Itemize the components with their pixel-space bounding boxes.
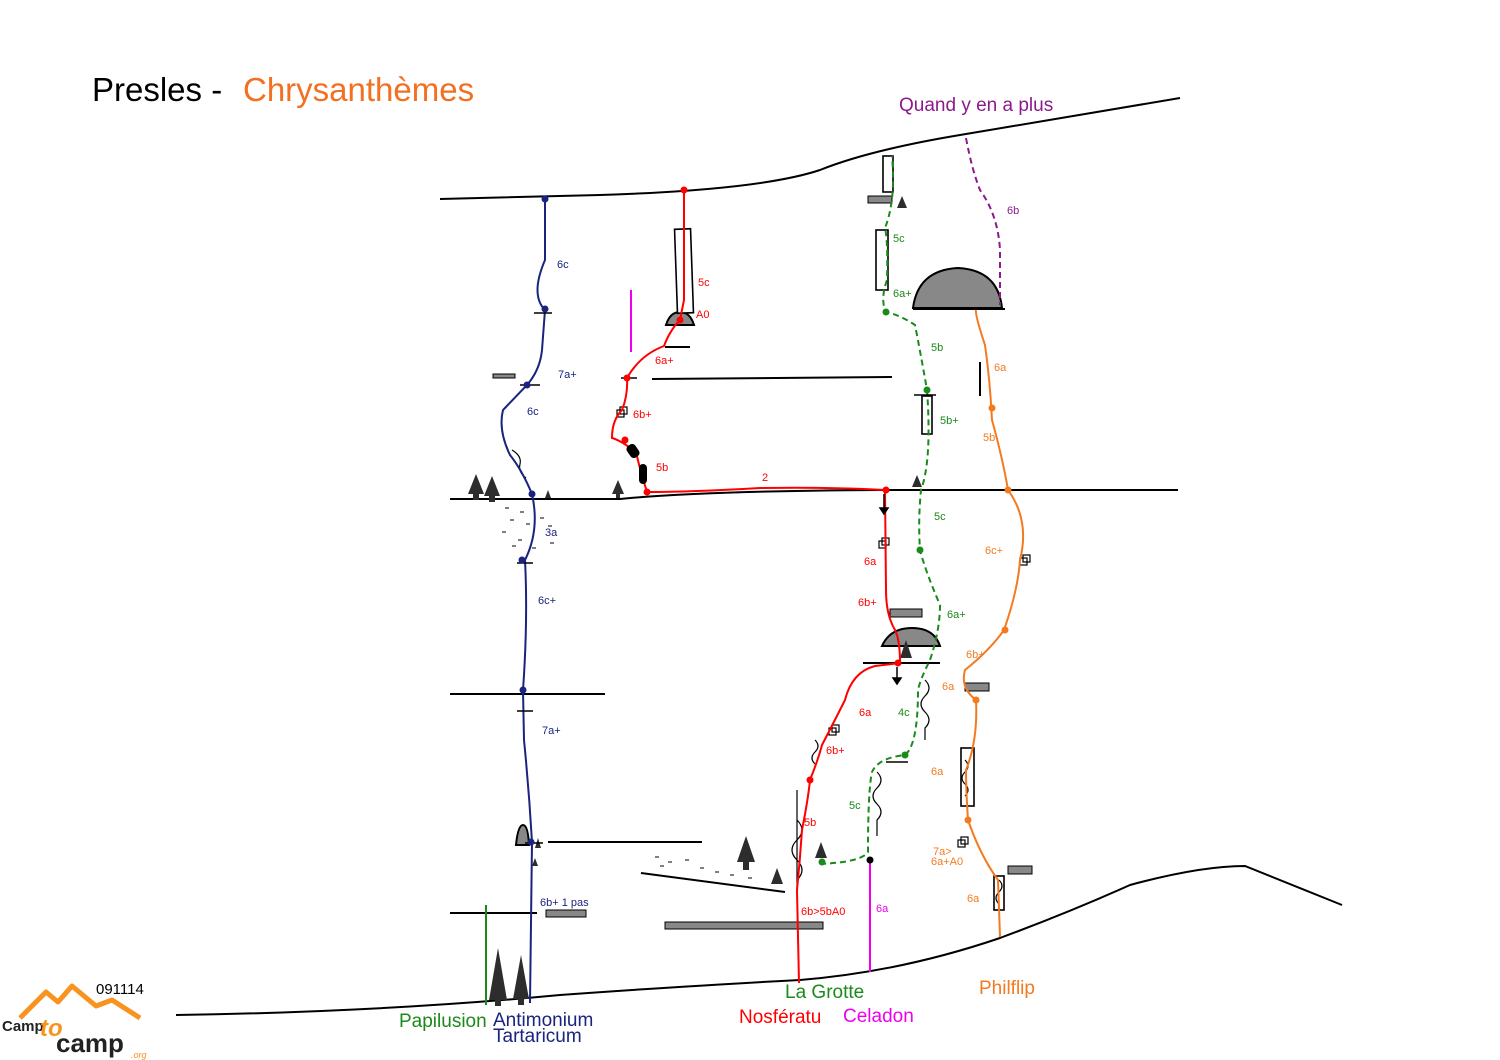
date-code: 091114	[96, 981, 144, 998]
rappel-arrows	[878, 494, 903, 686]
grade-label: 6c	[557, 259, 569, 271]
grade-label: 6a+	[947, 609, 966, 621]
grade-label: 6c+	[985, 545, 1003, 557]
grade-label: 6a	[967, 893, 980, 905]
area-title: Presles -	[92, 71, 222, 108]
route-quand[interactable]	[965, 137, 1001, 305]
grade-label: 3a	[545, 527, 558, 539]
grade-label: 5c	[893, 233, 905, 245]
camptocamp-logo: Camp to camp .org	[2, 983, 147, 1060]
grade-label: 6a	[876, 903, 889, 915]
small-ledge-1	[651, 376, 893, 380]
route-name-antimonium: Antimonium	[493, 1010, 593, 1031]
grade-label: 5c	[934, 511, 946, 523]
grade-label: 6a	[931, 766, 944, 778]
sector-title: Chrysanthèmes	[243, 71, 474, 108]
purple-grades: 6b	[1007, 205, 1019, 217]
boulder	[514, 823, 531, 846]
grade-label: 2	[762, 472, 768, 484]
logo-camp-big-text: camp	[56, 1028, 124, 1058]
grade-label: 6a	[942, 681, 955, 693]
slab-6	[1007, 865, 1033, 875]
grade-label: 6a	[994, 362, 1007, 374]
ground-line	[175, 864, 1343, 1016]
large-roof	[911, 266, 1004, 309]
blue-grades: 6c 7a+ 6c 3a 6c+ 7a+ 6b+ 1 pas	[527, 259, 589, 909]
grade-label: 6a	[864, 556, 877, 568]
belay-dots	[518, 186, 1012, 866]
belay-bars	[517, 312, 936, 844]
grade-label: 6a+	[893, 288, 912, 300]
route-name-tartaricum: Tartaricum	[493, 1026, 582, 1047]
slab-2	[664, 921, 824, 930]
grade-label: 6a+	[655, 355, 674, 367]
dihedral-4	[921, 395, 933, 435]
red-grades: 5c A0 6a+ 6b+ 5b 2 6a 6b+ 6a 6b+ 5b 6b>5…	[633, 277, 877, 918]
grade-label: 7a+	[558, 369, 577, 381]
logo-to-text: to	[40, 1015, 63, 1042]
slab-7	[492, 373, 516, 379]
grade-label: 5c	[698, 277, 710, 289]
grade-label: 6b+	[633, 409, 652, 421]
route-la-grotte[interactable]	[819, 155, 942, 865]
route-name-nosferatu: Nosfératu	[739, 1007, 821, 1028]
route-nosferatu[interactable]	[610, 190, 902, 984]
grade-label: 6b+	[858, 597, 877, 609]
grade-label: 5b	[983, 432, 995, 444]
slab-5	[964, 682, 990, 692]
slope-line	[640, 872, 786, 893]
grade-label: 7a>	[933, 846, 952, 858]
green-grades: 5c 6a+ 5b 5b+ 5c 6a+ 4c 5c	[849, 233, 966, 812]
grade-label: 6b+ 1 pas	[540, 897, 589, 909]
magenta-grades: 6a	[876, 903, 889, 915]
grade-label: 6c+	[538, 595, 556, 607]
grade-label: 5c	[849, 800, 861, 812]
grade-label: 6b+	[966, 649, 985, 661]
route-name-quand: Quand y en a plus	[899, 95, 1053, 116]
grade-label: 4c	[898, 707, 910, 719]
grade-label: 5b	[931, 342, 943, 354]
grade-label: 7a+	[542, 725, 561, 737]
route-name-papilusion: Papilusion	[399, 1011, 487, 1032]
route-name-philflip: Philflip	[979, 978, 1035, 999]
logo-org-text: .org	[131, 1050, 147, 1060]
route-name-la-grotte: La Grotte	[785, 982, 864, 1003]
tree-icons	[468, 196, 922, 1006]
grade-label: 6b	[1007, 205, 1019, 217]
grade-label: 6c	[527, 406, 539, 418]
slab-4	[889, 608, 923, 618]
route-name-celadon: Celadon	[843, 1006, 914, 1027]
slab-1	[867, 195, 893, 204]
grade-label: 5b	[656, 462, 668, 474]
grade-label: 6b>5bA0	[801, 906, 845, 918]
orange-grades: 6a 5b 6c+ 6b+ 6a 6a 7a> 6a+A0 6a	[931, 362, 1007, 905]
grade-label: 6a	[859, 707, 872, 719]
mid-ledge	[450, 489, 1178, 500]
grade-label: 6b+	[826, 745, 845, 757]
grade-label: A0	[696, 309, 709, 321]
grade-label: 5b	[804, 817, 816, 829]
top-ledge-left	[439, 97, 1181, 200]
grade-label: 6a+A0	[931, 856, 963, 868]
logo-camp-text: Camp	[2, 1018, 44, 1035]
bolt-marks	[626, 443, 647, 484]
slab-3	[545, 909, 587, 918]
scree	[502, 507, 752, 879]
grade-label: 5b+	[940, 415, 959, 427]
grotte-roof	[880, 626, 942, 647]
route-philflip[interactable]	[962, 309, 1025, 938]
crack-symbols	[511, 449, 1003, 905]
